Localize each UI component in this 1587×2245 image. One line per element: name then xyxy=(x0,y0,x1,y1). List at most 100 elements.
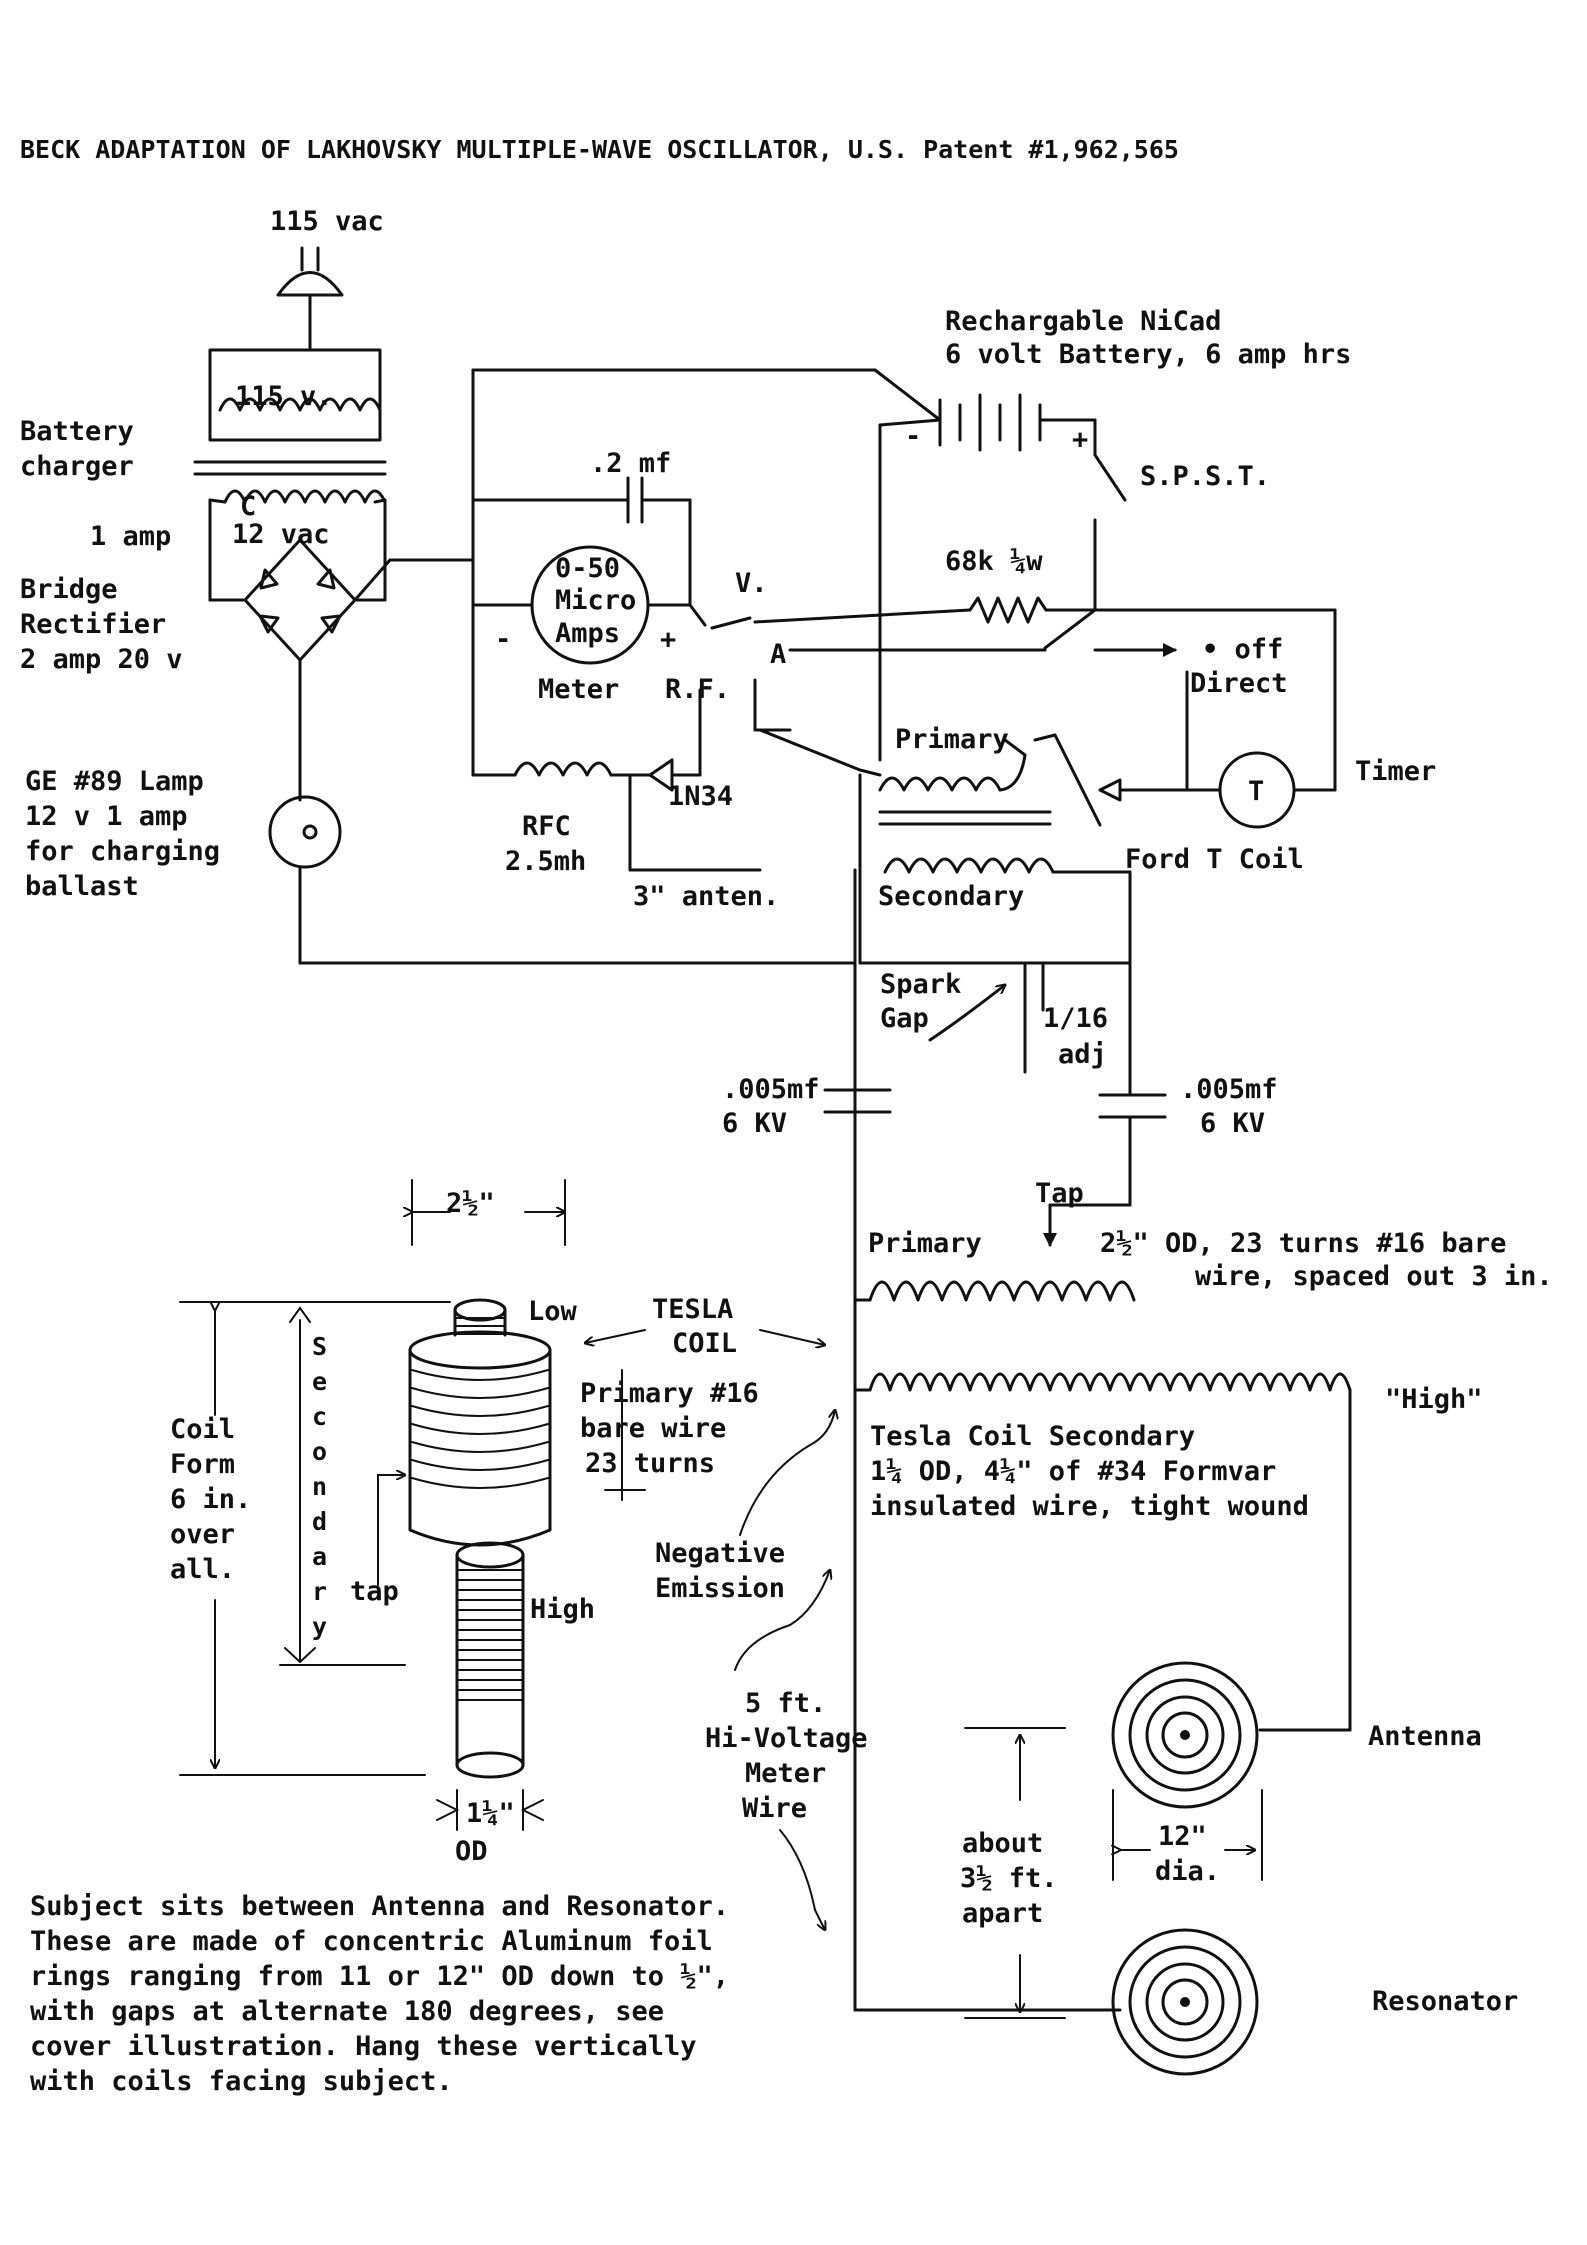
lamp-label-1: GE #89 Lamp xyxy=(25,766,204,797)
meter-wire-label-1: 5 ft. xyxy=(745,1688,826,1719)
secondary-vertical-o: o xyxy=(312,1437,327,1466)
diagram-title: BECK ADAPTATION OF LAKHOVSKY MULTIPLE-WA… xyxy=(20,135,1179,164)
secondary-vertical-s: S xyxy=(312,1332,327,1361)
lamp-label-3: for charging xyxy=(25,836,220,867)
spst-label: S.P.S.T. xyxy=(1140,461,1270,492)
secondary-vertical-a: a xyxy=(312,1542,327,1571)
rectifier-label-3: 2 amp 20 v xyxy=(20,644,183,675)
selector-off-label: • off xyxy=(1202,634,1283,665)
coil-form-label-5: all. xyxy=(170,1554,235,1585)
secondary-vertical-r: r xyxy=(312,1577,327,1606)
charger-primary-label: 115 v. xyxy=(235,381,333,412)
tap-label: Tap xyxy=(1035,1178,1084,1209)
diameter-label-1: 12" xyxy=(1158,1821,1207,1852)
cap-left-label-1: .005mf xyxy=(722,1074,820,1105)
lamp-icon xyxy=(268,795,342,965)
diode-label: 1N34 xyxy=(668,781,733,812)
tesla-primary-spec-1: 2½" OD, 23 turns #16 bare xyxy=(1100,1228,1506,1259)
resistor-label: 68k ¼w xyxy=(945,546,1043,577)
meter-text-3: Amps xyxy=(555,618,620,649)
cap-left-label-2: 6 KV xyxy=(722,1108,787,1139)
coil-tap-label: tap xyxy=(350,1576,399,1607)
secondary-vertical-e: e xyxy=(312,1367,327,1396)
spark-gap-adj-1: 1/16 xyxy=(1043,1003,1108,1034)
tesla-primary-spec-2: wire, spaced out 3 in. xyxy=(1195,1261,1553,1292)
capacitor-right-icon xyxy=(1043,1093,1167,1247)
diameter-dimension xyxy=(1113,1789,1263,1881)
diameter-label-2: dia. xyxy=(1155,1856,1220,1887)
rectifier-label-2: Rectifier xyxy=(20,609,166,640)
rfc-label-1: RFC xyxy=(522,811,571,842)
charger-c-mark: C xyxy=(240,491,256,522)
selector-direct-label: Direct xyxy=(1190,668,1288,699)
cap-right-label-1: .005mf xyxy=(1180,1074,1278,1105)
antenna-icon xyxy=(1111,1661,1259,1809)
battery-minus: - xyxy=(905,421,921,452)
lamp-label-4: ballast xyxy=(25,871,139,902)
secondary-vertical-n: n xyxy=(312,1472,327,1501)
power-plug-icon xyxy=(276,246,344,317)
spacing-label-2: 3½ ft. xyxy=(960,1863,1058,1894)
resonator-icon xyxy=(1111,1928,1259,2076)
timer-label: Timer xyxy=(1355,756,1436,787)
ford-coil-label: Ford T Coil xyxy=(1125,844,1304,875)
bridge-rectifier xyxy=(208,538,475,802)
charger-amp-label: 1 amp xyxy=(90,521,171,552)
negative-emission-arrow xyxy=(739,1410,835,1536)
capacitor-left-icon xyxy=(823,1088,892,1114)
tesla-coil-label-2: COIL xyxy=(672,1328,737,1359)
selector-arrow xyxy=(1093,643,1189,762)
charger-label-2: charger xyxy=(20,451,134,482)
spacing-label-1: about xyxy=(962,1828,1043,1859)
meter-wire-label-2: Hi-Voltage xyxy=(705,1723,868,1754)
resonator-label: Resonator xyxy=(1372,1986,1518,2017)
coil-primary-label-3: 23 turns xyxy=(585,1448,715,1479)
spacing-label-3: apart xyxy=(962,1898,1043,1929)
secondary-vertical-y: y xyxy=(312,1612,327,1641)
coil-form-label-1: Coil xyxy=(170,1414,235,1445)
negative-emission-label-2: Emission xyxy=(655,1573,785,1604)
rectifier-label-1: Bridge xyxy=(20,574,118,605)
ford-secondary-label: Secondary xyxy=(878,881,1024,912)
secondary-vertical-d: d xyxy=(312,1507,327,1536)
antenna-label: Antenna xyxy=(1368,1721,1482,1752)
spark-gap xyxy=(878,961,1045,1074)
ford-primary-label: Primary xyxy=(895,724,1009,755)
tesla-secondary-label-2: 1¼ OD, 4¼" of #34 Formvar xyxy=(870,1456,1276,1487)
meter-wire-arrow-bottom xyxy=(779,1829,825,1930)
lamp-label-2: 12 v 1 amp xyxy=(25,801,188,832)
coil-width-label: 2½" xyxy=(446,1188,495,1219)
note-line-3: rings ranging from 11 or 12" OD down to … xyxy=(30,1961,729,1992)
tesla-coil-label-1: TESLA xyxy=(652,1294,733,1325)
secondary-vertical-c: c xyxy=(312,1402,327,1431)
tesla-primary-label: Primary xyxy=(868,1228,982,1259)
cap-right-label-2: 6 KV xyxy=(1200,1108,1265,1139)
input-voltage-label: 115 vac xyxy=(270,206,384,237)
note-line-5: cover illustration. Hang these verticall… xyxy=(30,2031,696,2062)
charger-transformer xyxy=(193,313,387,602)
tesla-high-label: "High" xyxy=(1385,1384,1483,1415)
meter-label: Meter xyxy=(538,674,619,705)
note-line-2: These are made of concentric Aluminum fo… xyxy=(30,1926,713,1957)
spacing-dimension xyxy=(964,1727,1066,2019)
coil-low-label: Low xyxy=(528,1296,578,1327)
meter-text-2: Micro xyxy=(555,585,636,616)
note-line-4: with gaps at alternate 180 degrees, see xyxy=(30,1996,664,2027)
rfc-label-2: 2.5mh xyxy=(505,846,586,877)
coil-primary-label-1: Primary #16 xyxy=(580,1378,759,1409)
coil-od-size-label: 1¼" xyxy=(466,1798,515,1829)
coil-form-label-2: Form xyxy=(170,1449,235,1480)
spst-switch-icon xyxy=(878,423,1127,762)
note-line-1: Subject sits between Antenna and Resonat… xyxy=(30,1891,729,1922)
resistor-icon xyxy=(753,596,1337,792)
rf-label: R.F. xyxy=(665,674,730,705)
meter-wire-label-4: Wire xyxy=(742,1793,807,1824)
meter-minus: - xyxy=(495,624,511,655)
meter-wire-arrow-top xyxy=(734,1570,830,1671)
battery-label-1: Rechargable NiCad xyxy=(945,306,1221,337)
capacitor-label: .2 mf xyxy=(590,448,671,479)
short-antenna-label: 3" anten. xyxy=(633,881,779,912)
battery-plus: + xyxy=(1072,424,1088,455)
coil-form-drawing xyxy=(179,1179,825,1831)
